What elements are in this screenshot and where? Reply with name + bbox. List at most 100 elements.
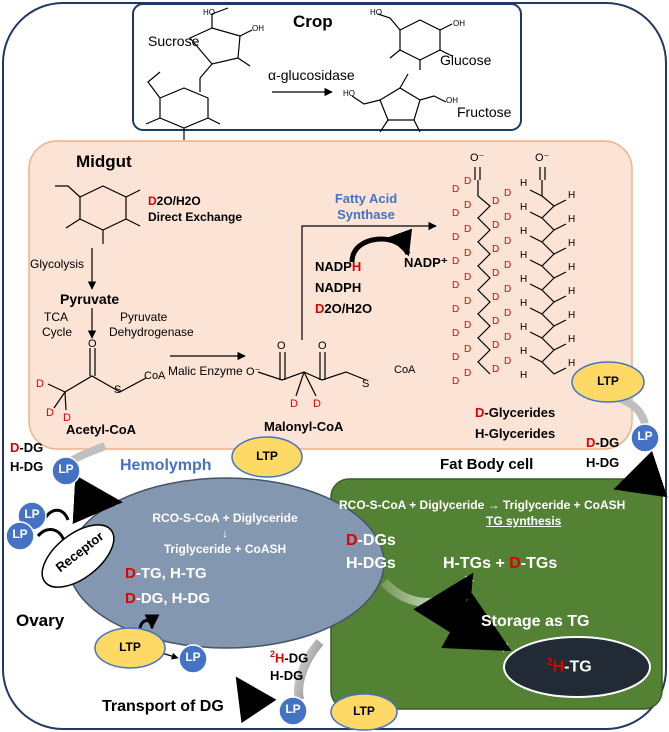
cycle-label: Cycle (42, 325, 73, 339)
fa-deuterium-atom: D (464, 320, 472, 331)
ltp-hemolymph-label: LTP (256, 449, 278, 463)
fa-hydrogen-atom: H (520, 298, 528, 309)
nadph-d-label: NADPH (315, 259, 362, 274)
acetyl-coa-label: Acetyl-CoA (66, 422, 137, 437)
fatbody-dg-to-tg-arrow (380, 572, 474, 643)
fa-deuterium-atom: D (492, 316, 500, 327)
fa-deuterium-atom: D (504, 212, 512, 223)
midgut-box (28, 140, 633, 450)
fa-deuterium-atom: D (492, 244, 500, 255)
fructose-ho-label: HO (343, 89, 355, 98)
tg-2h-label: 2H-TG (547, 657, 592, 676)
fa-deuterium-atom: D (492, 268, 500, 279)
receptor-ellipse (41, 524, 115, 588)
malonyl-coa-group-label: CoA (394, 364, 416, 376)
dg-return-arrow (235, 676, 283, 724)
fa-deuterium-atom: D (452, 352, 460, 363)
fa-hydrogen-atom: H (520, 226, 528, 237)
fa-deuterium-atom: D (464, 344, 472, 355)
enzyme-label: α-glucosidase (268, 67, 355, 83)
fa-deuterium-atom: D (452, 208, 460, 219)
fa-hydrogen-atom: H (568, 358, 576, 369)
tg-storage-oval (503, 636, 651, 698)
fatbody-storage-arrow (441, 592, 512, 652)
fa-deuterium-atom: D (452, 328, 460, 339)
d2o-label: D2O/H2O (315, 301, 373, 316)
fa-deuterium-atom: D (464, 176, 472, 187)
fas-label-2: Synthase (337, 207, 395, 222)
ltp-curl-arrow (138, 614, 160, 630)
fa-deuterium-atom: D (504, 236, 512, 247)
malonyl-s-label: S (362, 378, 370, 390)
exchange-label: D2O/H2O (148, 194, 201, 208)
fructose-structure (351, 73, 447, 133)
lp-to-ovary-arrow (60, 475, 123, 525)
fa-deuterium-atom: D (464, 296, 472, 307)
acetyl-coa-group-label: CoA (144, 370, 166, 382)
malonyl-o-minus-label: O⁻ (246, 366, 261, 378)
fa-hydrogen-atom: H (520, 202, 528, 213)
fa-hydrogen-atom: H (520, 346, 528, 357)
fa-hydrogen-atom: H (520, 322, 528, 333)
fa1-o-label: O⁻ (470, 152, 485, 164)
ltp-midgut-label: LTP (597, 374, 619, 388)
fructose-label: Fructose (457, 104, 512, 120)
fatbody-hdgs-label: H-DGs (346, 555, 396, 572)
glucose-ho-label: HO (370, 8, 382, 17)
tg-synthesis-label: TG synthesis (486, 514, 562, 528)
malonyl-coa-structure (257, 352, 367, 397)
lp-transport-label: LP (285, 702, 301, 716)
fatbody-tgs-label: H-TGs + D-TGs (443, 555, 558, 572)
fa-deuterium-atom: D (452, 256, 460, 267)
nadph-curve-arrow (349, 228, 413, 263)
fa-deuterium-atom: D (452, 280, 460, 291)
fa-deuterium-atom: D (492, 364, 500, 375)
crop-title: Crop (293, 12, 333, 31)
glycolysis-label: Glycolysis (30, 257, 85, 271)
pdh-label-2: Dehydrogenase (109, 325, 194, 339)
fa-deuterium-atom: D (452, 376, 460, 387)
sucrose-oh-label: OH (252, 24, 264, 33)
fa-hydrogen-atom: H (568, 310, 576, 321)
lp-fatbody-label: LP (637, 429, 653, 443)
fa-hydrogen-atom: H (520, 274, 528, 285)
fa-deuterium-atom: D (492, 340, 500, 351)
fa-hydrogen-atom: H (568, 214, 576, 225)
ovary-reaction-arrow: ↓ (222, 526, 228, 540)
fructose-oh-label: OH (446, 96, 458, 105)
transport-2h-dg-label: 2H-DG (270, 649, 309, 666)
fa-deuterium-atom: D (504, 284, 512, 295)
deuterated-fatty-acid-chain (474, 167, 491, 375)
ltp-ovary-label: LTP (119, 640, 141, 654)
fa-hydrogen-atom: H (568, 262, 576, 273)
fa-hydrogen-atom: H (568, 238, 576, 249)
receptor-curl-arrow-1 (42, 508, 70, 521)
sucrose-structure (145, 7, 253, 140)
ovary-dg-label: D-DG, H-DG (125, 590, 211, 607)
fa-deuterium-atom: D (492, 196, 500, 207)
storage-label: Storage as TG (481, 613, 590, 630)
lp-hemolymph-label: LP (58, 462, 74, 476)
midgut-glucose-structure (55, 185, 141, 244)
pdh-label-1: Pyruvate (120, 310, 168, 324)
fatbody-reaction: RCO-S-CoA + Diglyceride → Triglyceride +… (339, 498, 626, 512)
lp-fatbody-circle (630, 423, 660, 453)
ltp-ovary-ellipse (94, 627, 166, 669)
hemolymph-ddg-label: D-DG (10, 440, 44, 455)
fa2-o-label: O⁻ (535, 152, 550, 164)
glucose-label: Glucose (440, 52, 492, 68)
fatbody-title: Fat Body cell (440, 456, 534, 473)
fa-deuterium-atom: D (452, 232, 460, 243)
fa-deuterium-atom: D (492, 220, 500, 231)
fa-hydrogen-atom: H (568, 334, 576, 345)
fa-deuterium-atom: D (464, 368, 472, 379)
lp-hemolymph-circle (51, 456, 81, 486)
receptor-curl-arrow-2 (36, 527, 66, 543)
malonyl-d1-label: D (290, 398, 298, 410)
fatbody-ddg-label: D-DG (586, 435, 620, 450)
transport-hdg-label: H-DG (270, 668, 304, 683)
fa-hydrogen-atom: H (568, 286, 576, 297)
fa-hydrogen-atom: H (520, 250, 528, 261)
